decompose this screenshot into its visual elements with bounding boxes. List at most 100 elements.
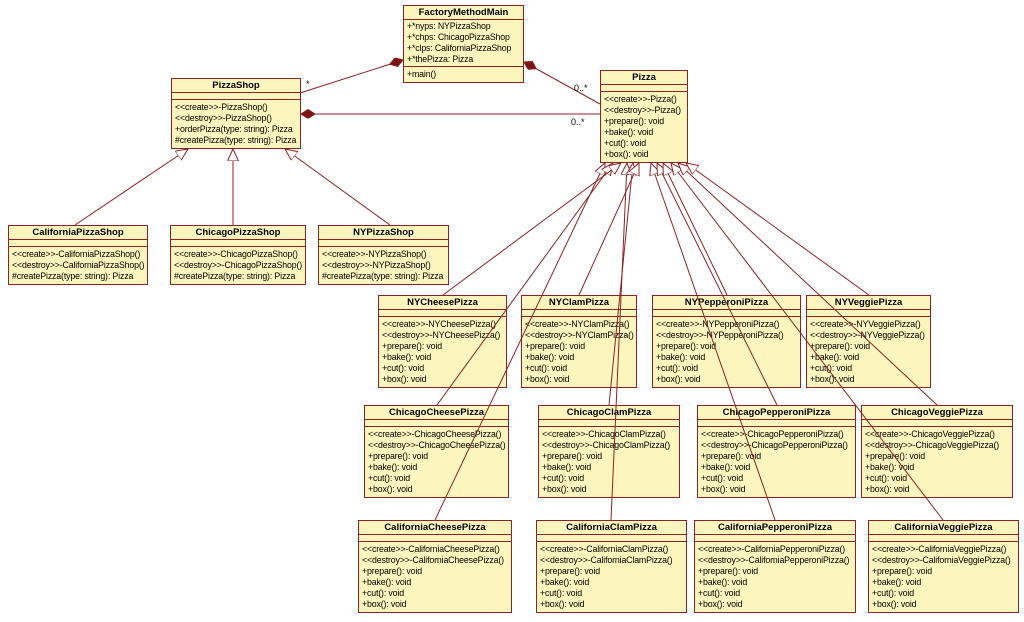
methods-compartment: <<create>>-CaliforniaCheesePizza()<<dest… <box>359 542 511 612</box>
class-ChicagoVeggiePizza[interactable]: ChicagoVeggiePizza <<create>>-ChicagoVegg… <box>861 405 1013 498</box>
method: +cut(): void <box>872 588 914 598</box>
method: +prepare(): void <box>604 116 664 126</box>
class-name: ChicagoClamPizza <box>539 406 679 420</box>
methods-compartment: <<create>>-ChicagoCheesePizza()<<destroy… <box>365 427 508 497</box>
generalization-NYClamPizza-to-Pizza <box>578 163 639 296</box>
method: <<destroy>>-PizzaShop() <box>175 113 272 123</box>
method: <<destroy>>-CaliforniaVeggiePizza() <box>872 555 1011 565</box>
method: +box(): void <box>540 599 585 609</box>
class-Pizza[interactable]: Pizza <<create>>-Pizza()<<destroy>>-Pizza… <box>600 70 688 163</box>
method: +bake(): void <box>698 577 748 587</box>
methods-compartment: <<create>>-ChicagoVeggiePizza()<<destroy… <box>862 427 1012 497</box>
method: +cut(): void <box>525 363 567 373</box>
method: +cut(): void <box>542 473 584 483</box>
class-ChicagoCheesePizza[interactable]: ChicagoCheesePizza <<create>>-ChicagoChee… <box>364 405 509 498</box>
generalization-NYPizzaShop-to-PizzaShop <box>285 149 391 226</box>
class-name: Pizza <box>601 71 687 85</box>
methods-compartment: <<create>>-NYCheesePizza()<<destroy>>-NY… <box>379 317 506 387</box>
method: <<create>>-PizzaShop() <box>175 102 268 112</box>
method: +bake(): void <box>362 577 412 587</box>
methods-compartment: <<create>>-ChicagoPepperoniPizza()<<dest… <box>698 427 855 497</box>
method: +bake(): void <box>701 462 751 472</box>
method: +cut(): void <box>604 138 646 148</box>
class-name: CaliforniaPizzaShop <box>9 226 147 240</box>
class-CaliforniaVeggiePizza[interactable]: CaliforniaVeggiePizza <<create>>-Californ… <box>868 520 1019 613</box>
class-name: CaliforniaClamPizza <box>537 521 686 535</box>
method: +bake(): void <box>540 577 590 587</box>
class-NYPepperoniPizza[interactable]: NYPepperoniPizza <<create>>-NYPepperoniPi… <box>652 295 801 388</box>
method: +box(): void <box>872 599 917 609</box>
class-ChicagoPepperoniPizza[interactable]: ChicagoPepperoniPizza<<create>>-ChicagoP… <box>697 405 856 498</box>
method: +box(): void <box>810 374 855 384</box>
method: +prepare(): void <box>810 341 870 351</box>
method: <<destroy>>-ChicagoClamPizza() <box>542 440 670 450</box>
method: +prepare(): void <box>656 341 716 351</box>
method: +bake(): void <box>810 352 860 362</box>
method: <<destroy>>-NYCheesePizza() <box>382 330 501 340</box>
class-name: NYVeggiePizza <box>807 296 930 310</box>
class-CaliforniaPizzaShop[interactable]: CaliforniaPizzaShop <<create>>-California… <box>8 225 148 285</box>
class-NYPizzaShop[interactable]: NYPizzaShop<<create>>-NYPizzaShop()<<des… <box>318 225 449 285</box>
class-CaliforniaClamPizza[interactable]: CaliforniaClamPizza <<create>>-California… <box>536 520 687 613</box>
method: +bake(): void <box>368 462 418 472</box>
attributes-compartment <box>379 310 506 317</box>
method: +box(): void <box>525 374 570 384</box>
method: <<destroy>>-CaliforniaPepperoniPizza() <box>698 555 850 565</box>
attributes-compartment <box>862 420 1012 427</box>
method: <<destroy>>-CaliforniaCheesePizza() <box>362 555 504 565</box>
method: +prepare(): void <box>865 451 925 461</box>
generalization-NYCheesePizza-to-Pizza <box>442 163 621 296</box>
method: +prepare(): void <box>540 566 600 576</box>
method: +bake(): void <box>656 352 706 362</box>
method: <<create>>-NYPepperoniPizza() <box>656 319 780 329</box>
method: <<create>>-CaliforniaPizzaShop() <box>12 249 141 259</box>
class-CaliforniaPepperoniPizza[interactable]: CaliforniaPepperoniPizza<<create>>-Calif… <box>694 520 856 613</box>
attributes-compartment <box>601 85 687 92</box>
generalization-NYPepperoniPizza-to-Pizza <box>663 163 728 296</box>
method: <<destroy>>-NYPepperoniPizza() <box>656 330 784 340</box>
class-NYClamPizza[interactable]: NYClamPizza<<create>>-NYClamPizza()<<des… <box>521 295 637 388</box>
class-ChicagoPizzaShop[interactable]: ChicagoPizzaShop<<create>>-ChicagoPizzaS… <box>170 225 306 285</box>
attributes-compartment <box>807 310 930 317</box>
attributes-compartment: +*nyps: NYPizzaShop+*chps: ChicagoPizzaS… <box>404 20 523 67</box>
multiplicity-label: 0..* <box>571 117 585 127</box>
class-FactoryMethodMain[interactable]: FactoryMethodMain+*nyps: NYPizzaShop+*ch… <box>403 5 524 83</box>
attribute: +*chps: ChicagoPizzaShop <box>407 32 510 42</box>
class-name: ChicagoCheesePizza <box>365 406 508 420</box>
method: +cut(): void <box>540 588 582 598</box>
method: +box(): void <box>368 484 413 494</box>
method: <<create>>-NYCheesePizza() <box>382 319 496 329</box>
class-PizzaShop[interactable]: PizzaShop<<create>>-PizzaShop()<<destroy… <box>171 78 301 149</box>
multiplicity-label: 0..* <box>574 83 588 93</box>
attributes-compartment <box>359 535 511 542</box>
class-name: ChicagoVeggiePizza <box>862 406 1012 420</box>
method: +prepare(): void <box>872 566 932 576</box>
class-NYCheesePizza[interactable]: NYCheesePizza<<create>>-NYCheesePizza()<… <box>378 295 507 388</box>
attribute: +*clps: CaliforniaPizzaShop <box>407 43 512 53</box>
method: #createPizza(type: string): Pizza <box>322 271 444 281</box>
attributes-compartment <box>9 240 147 247</box>
method: <<destroy>>-Pizza() <box>604 105 681 115</box>
class-CaliforniaCheesePizza[interactable]: CaliforniaCheesePizza<<create>>-Californ… <box>358 520 512 613</box>
class-ChicagoClamPizza[interactable]: ChicagoClamPizza<<create>>-ChicagoClamPi… <box>538 405 680 498</box>
method: <<create>>-ChicagoCheesePizza() <box>368 429 502 439</box>
method: <<destroy>>-ChicagoPepperoniPizza() <box>701 440 848 450</box>
method: +cut(): void <box>368 473 410 483</box>
method: +cut(): void <box>656 363 698 373</box>
class-name: FactoryMethodMain <box>404 6 523 20</box>
method: +box(): void <box>701 484 746 494</box>
method: <<create>>-ChicagoPepperoniPizza() <box>701 429 844 439</box>
class-name: CaliforniaVeggiePizza <box>869 521 1018 535</box>
methods-compartment: <<create>>-Pizza()<<destroy>>-Pizza()+pr… <box>601 92 687 162</box>
class-name: NYPepperoniPizza <box>653 296 800 310</box>
method: <<destroy>>-NYVeggiePizza() <box>810 330 925 340</box>
methods-compartment: <<create>>-CaliforniaClamPizza()<<destro… <box>537 542 686 612</box>
method: +box(): void <box>865 484 910 494</box>
methods-compartment: <<create>>-NYPizzaShop()<<destroy>>-NYPi… <box>319 247 448 284</box>
methods-compartment: <<create>>-CaliforniaVeggiePizza()<<dest… <box>869 542 1018 612</box>
composition-Pizza-to-FactoryMethodMain <box>524 62 601 105</box>
class-NYVeggiePizza[interactable]: NYVeggiePizza<<create>>-NYVeggiePizza()<… <box>806 295 931 388</box>
method: +prepare(): void <box>382 341 442 351</box>
method: +box(): void <box>382 374 427 384</box>
